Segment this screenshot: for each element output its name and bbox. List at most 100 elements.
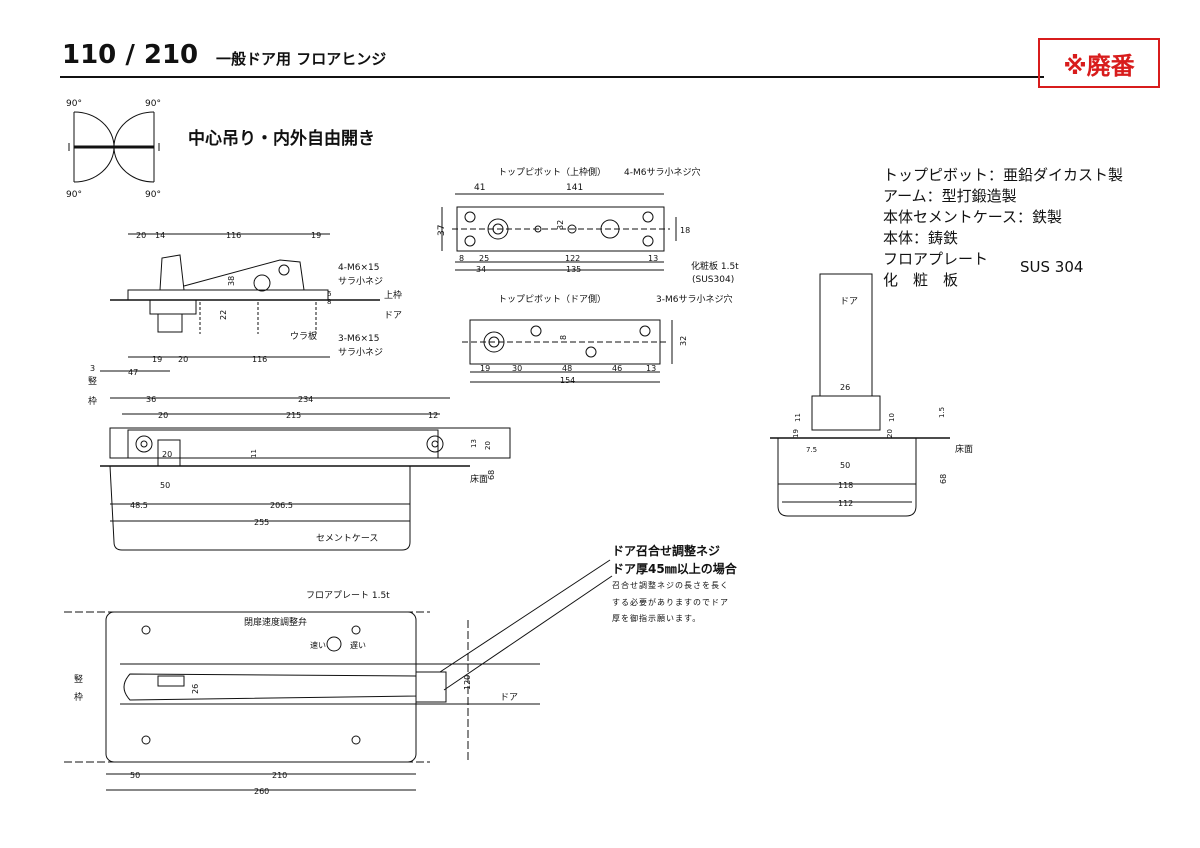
svg-text:48: 48 [562,364,572,373]
svg-text:3: 3 [90,364,95,373]
svg-text:竪: 竪 [88,376,97,387]
svg-text:112: 112 [838,499,853,508]
svg-text:14: 14 [155,231,165,240]
svg-text:13: 13 [646,364,656,373]
svg-text:260: 260 [254,787,269,796]
svg-text:19: 19 [152,355,162,364]
svg-text:ウラ板: ウラ板 [290,330,317,342]
svg-text:7.5: 7.5 [806,446,817,454]
svg-text:19: 19 [792,429,800,438]
product-subtitle: 一般ドア用 フロアヒンジ [216,50,387,68]
svg-text:枠: 枠 [88,395,97,407]
svg-text:47: 47 [128,368,138,377]
angle-label: 90° [66,190,82,200]
svg-text:1.5: 1.5 [938,407,946,418]
svg-text:3-M6×15: 3-M6×15 [338,334,379,344]
svg-text:20: 20 [178,355,188,364]
svg-text:ドア: ドア [840,297,858,307]
svg-text:68: 68 [939,474,948,484]
angle-label: 90° [145,190,161,200]
svg-text:116: 116 [252,355,267,364]
spec-material: SUS 304 [1020,258,1084,276]
svg-text:床面: 床面 [955,443,973,455]
svg-text:12: 12 [428,411,438,420]
svg-text:26: 26 [840,383,850,392]
svg-text:8: 8 [459,254,464,263]
svg-text:速い: 速い [310,641,326,650]
top-pivot-frame-title: トップピボット（上枠側） [498,166,606,178]
svg-text:141: 141 [566,183,583,193]
svg-text:20: 20 [886,429,894,438]
svg-text:46: 46 [612,364,622,373]
svg-text:13: 13 [470,439,478,448]
svg-text:38: 38 [227,276,236,286]
svg-text:20: 20 [158,411,168,420]
svg-text:19: 19 [480,364,490,373]
svg-text:116: 116 [226,231,241,240]
top-pivot-door-title: トップピボット（ドア側） [498,293,606,305]
cover-plate-material: (SUS304) [692,275,734,285]
spec-top-pivot: トップピボット：亜鉛ダイカスト製 [883,166,1124,184]
svg-text:122: 122 [565,254,580,263]
svg-text:ドア: ドア [500,693,518,703]
svg-text:4-M6×15: 4-M6×15 [338,263,379,273]
valve-label: 閉扉速度調整弁 [244,616,307,628]
svg-text:26: 26 [191,684,200,694]
svg-text:118: 118 [838,481,853,490]
svg-text:11: 11 [250,449,258,458]
svg-text:8: 8 [559,335,568,340]
discontinued-badge: ※廃番 [1038,38,1160,88]
spec-cover-plate: 化 粧 板 [883,271,959,289]
svg-text:6: 6 [327,290,332,298]
svg-text:床面: 床面 [470,473,488,485]
svg-text:20: 20 [162,450,172,459]
spec-floor-plate: フロアプレート [883,250,989,268]
plan-view-drawing: フロアプレート 1.5t 閉扉速度調整弁 速い 遅い 26 120 竪 枠 ドア… [64,559,613,796]
adjust-screw-note-1: 召合せ調整ネジの長さを長く [612,581,729,590]
svg-text:竪: 竪 [74,674,83,685]
svg-text:枠: 枠 [74,691,83,703]
model-number: 110 / 210 [62,40,199,70]
svg-text:50: 50 [130,771,140,780]
svg-text:34: 34 [476,265,486,274]
svg-text:255: 255 [254,518,269,527]
opening-type-heading: 中心吊り・内外自由開き [188,129,375,149]
svg-text:32: 32 [556,220,565,230]
svg-text:154: 154 [560,376,575,385]
svg-text:10: 10 [888,413,896,422]
spec-cement-case: 本体セメントケース：鉄製 [883,208,1062,226]
svg-text:206.5: 206.5 [270,501,293,510]
svg-text:48.5: 48.5 [130,501,148,510]
svg-text:120: 120 [463,675,472,690]
svg-text:11: 11 [794,413,802,422]
top-pivot-frame-drawing: トップピボット（上枠側） 4-M6サラ小ネジ穴 41 141 37 32 18 … [437,166,739,285]
svg-text:8: 8 [327,298,331,306]
svg-text:ドア: ドア [384,311,402,321]
angle-label: 90° [66,99,82,109]
spec-body: 本体：鋳鉄 [883,229,959,247]
svg-text:68: 68 [487,470,496,480]
svg-text:36: 36 [146,395,156,404]
body-view-drawing: 36 234 20 215 12 20 11 13 20 床面 68 50 48… [100,395,511,551]
header-rule [60,76,1044,78]
svg-text:32: 32 [679,336,688,346]
svg-text:18: 18 [680,226,690,235]
svg-text:サラ小ネジ: サラ小ネジ [338,276,383,287]
svg-text:215: 215 [286,411,301,420]
side-view-drawing: 20 14 116 19 38 22 6 8 4-M6×15 サラ小ネジ 上枠 … [88,231,402,407]
cover-plate-note: 化粧板 1.5t [691,260,739,272]
floor-plate-label: フロアプレート 1.5t [306,590,390,601]
svg-text:210: 210 [272,771,287,780]
svg-text:セメントケース: セメントケース [316,533,378,544]
end-view-drawing: ドア 26 床面 11 19 7.5 10 20 1.5 50 118 112 … [770,273,973,517]
svg-text:上枠: 上枠 [384,289,402,301]
top-pivot-frame-holes: 4-M6サラ小ネジ穴 [624,166,700,178]
svg-text:135: 135 [566,265,581,274]
svg-text:遅い: 遅い [350,641,366,650]
svg-text:13: 13 [648,254,658,263]
svg-text:41: 41 [474,183,485,193]
svg-text:50: 50 [160,481,170,490]
top-pivot-door-drawing: トップピボット（ドア側） 3-M6サラ小ネジ穴 8 32 19 30 48 46… [462,293,732,385]
